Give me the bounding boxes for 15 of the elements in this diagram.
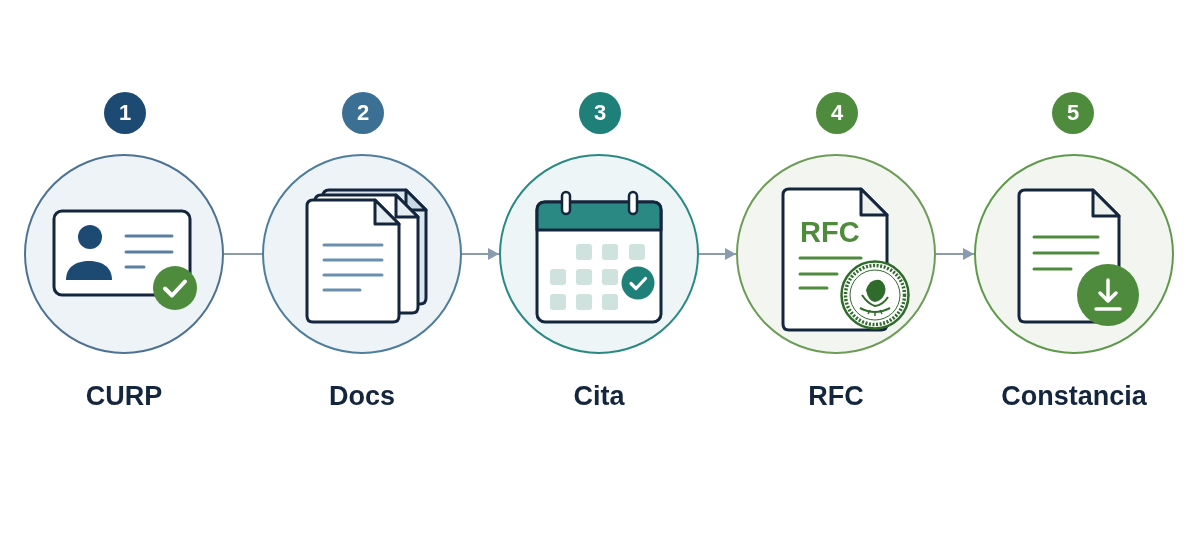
step-label: Constancia xyxy=(1001,380,1147,412)
arrow xyxy=(698,248,737,260)
connector-line xyxy=(223,253,263,255)
arrow xyxy=(935,248,975,260)
step-number-badge: 1 xyxy=(104,92,146,134)
document-title: RFC xyxy=(800,218,860,247)
arrow xyxy=(461,248,500,260)
step-label: Docs xyxy=(329,380,395,412)
step-number-badge: 5 xyxy=(1052,92,1094,134)
step-number-badge: 4 xyxy=(816,92,858,134)
step-number-badge: 2 xyxy=(342,92,384,134)
step-label: CURP xyxy=(85,380,163,412)
step-label: RFC xyxy=(808,380,864,412)
step-number-badge: 3 xyxy=(579,92,621,134)
step-label: Cita xyxy=(573,380,625,412)
